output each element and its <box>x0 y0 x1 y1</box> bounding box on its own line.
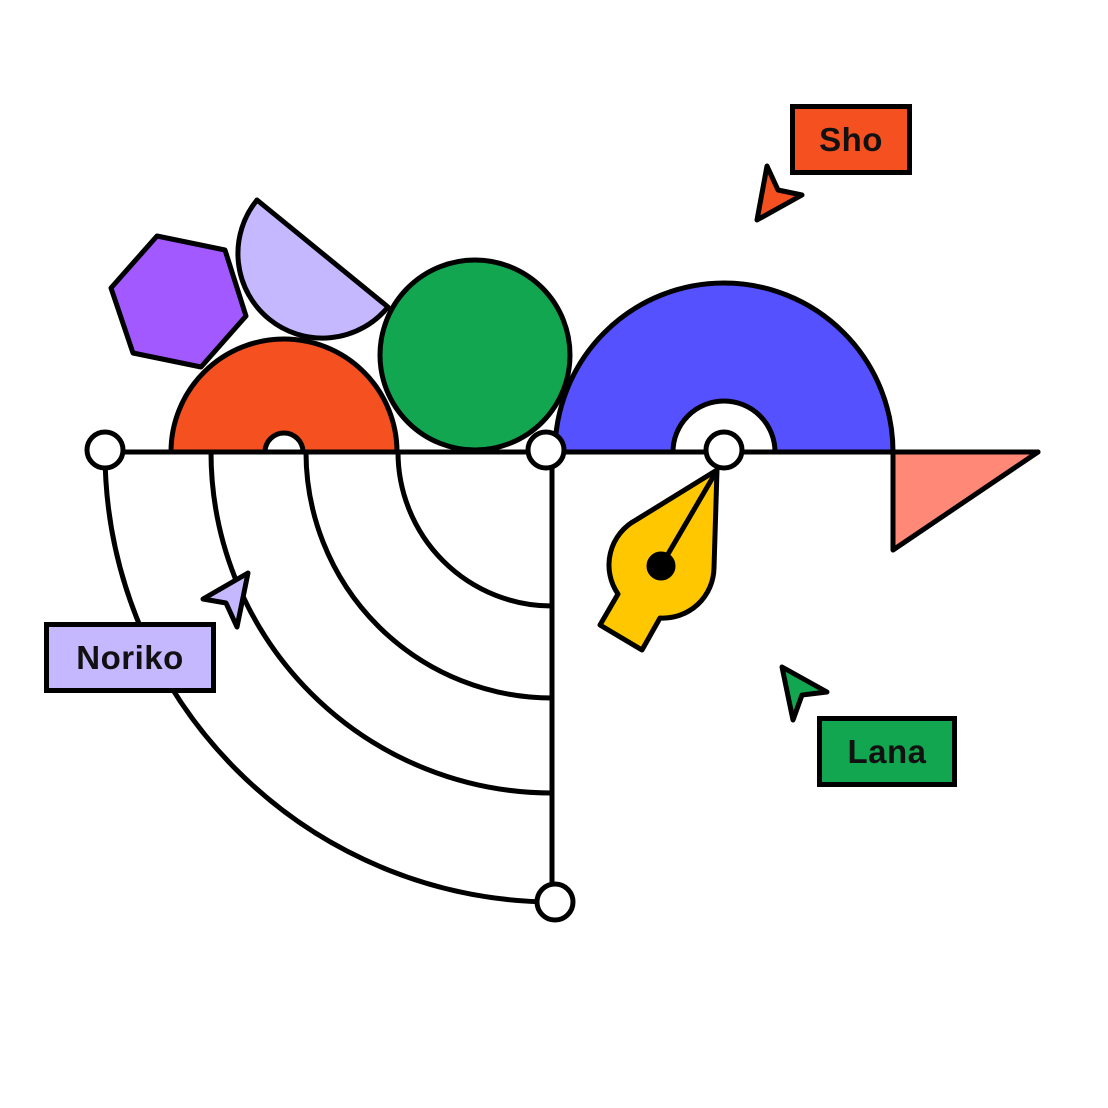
blue-half-donut-shape[interactable] <box>552 280 896 455</box>
salmon-triangle-shape[interactable] <box>890 449 1041 553</box>
collaborator-tag-lana: Lana <box>817 716 957 787</box>
guide-arc-inner <box>395 449 555 609</box>
anchor-handle-center[interactable] <box>525 429 567 471</box>
cursor-arrow-icon-sho <box>754 163 805 223</box>
cursor-arrow-icon-lana <box>779 664 830 723</box>
guide-arc-outer <box>102 449 558 905</box>
anchor-handle-right[interactable] <box>703 429 745 471</box>
collaborator-tag-sho: Sho <box>790 104 912 175</box>
purple-hexagon-shape[interactable] <box>108 233 249 370</box>
cursor-arrow-icon-noriko <box>200 570 251 630</box>
pen-nib-hole <box>646 551 676 581</box>
pen-nib-slit <box>658 469 719 569</box>
collaborator-tag-noriko: Noriko <box>44 622 216 693</box>
guide-arc-second <box>303 449 555 701</box>
lavender-half-circle-shape[interactable] <box>235 197 391 341</box>
anchor-handle-left[interactable] <box>84 429 126 471</box>
anchor-handle-bottom[interactable] <box>534 881 576 923</box>
green-circle-shape[interactable] <box>377 257 573 453</box>
orange-half-donut-shape[interactable] <box>168 336 400 455</box>
guide-arc-third <box>208 449 555 796</box>
